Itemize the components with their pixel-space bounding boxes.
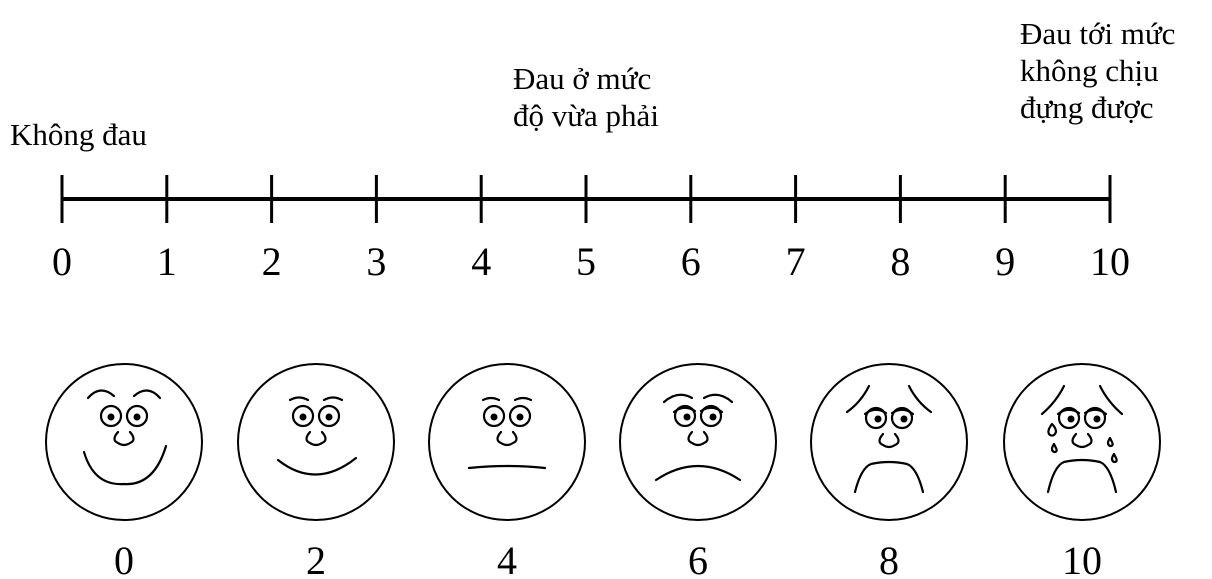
sad-face-icon — [810, 363, 968, 521]
scale-tick-label: 8 — [890, 239, 910, 284]
face-value-label: 2 — [306, 538, 326, 579]
scale-tick-label: 9 — [995, 239, 1015, 284]
label-no-pain: Không đau — [10, 116, 147, 153]
scale-tick-label: 3 — [366, 239, 386, 284]
scale-tick-label: 6 — [681, 239, 701, 284]
label-no-pain-line: Không đau — [10, 117, 147, 152]
label-unbearable-line: Đau tới mức — [1020, 16, 1176, 51]
neutral-face-icon — [428, 363, 586, 521]
happy-smile-icon — [45, 363, 203, 521]
scale-tick-label: 5 — [576, 239, 596, 284]
face-value-label: 6 — [688, 538, 708, 579]
frown-face-icon — [619, 363, 777, 521]
scale-tick-label: 2 — [262, 239, 282, 284]
scale-tick-label: 4 — [471, 239, 491, 284]
face-value-label: 4 — [497, 538, 517, 579]
scale-tick-label: 7 — [786, 239, 806, 284]
label-unbearable-line: không chịu — [1020, 53, 1159, 88]
scale-tick-label: 10 — [1090, 239, 1130, 284]
label-unbearable-pain: Đau tới mức không chịu đựng được — [1020, 15, 1175, 126]
pain-scale-line — [60, 175, 1112, 223]
crying-face-icon — [1003, 363, 1161, 521]
face-value-label: 8 — [879, 538, 899, 579]
face-value-label: 0 — [114, 538, 134, 579]
pain-scale-tick-labels: 0 1 2 3 4 5 6 7 8 9 10 — [52, 239, 1130, 284]
label-moderate-line: độ vừa phải — [513, 98, 659, 133]
label-moderate-pain: Đau ở mức độ vừa phải — [513, 60, 659, 134]
face-value-label: 10 — [1062, 538, 1102, 579]
label-unbearable-line: đựng được — [1020, 90, 1154, 125]
scale-tick-label: 0 — [52, 239, 72, 284]
label-moderate-line: Đau ở mức — [513, 61, 652, 96]
pain-faces-labels: 0 2 4 6 8 10 — [114, 538, 1102, 579]
scale-tick-label: 1 — [157, 239, 177, 284]
slight-smile-icon — [237, 363, 395, 521]
pain-faces-row — [45, 363, 1161, 521]
